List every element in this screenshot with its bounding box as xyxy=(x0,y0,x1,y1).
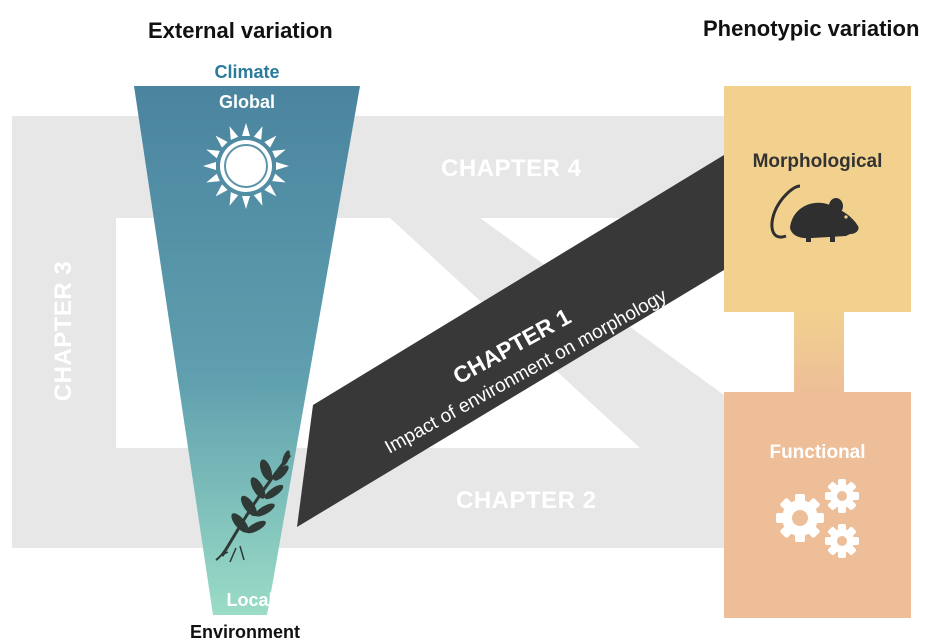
chapter-3-label: CHAPTER 3 xyxy=(50,260,77,402)
external-variation-heading: External variation xyxy=(148,18,333,43)
box-connector xyxy=(794,310,844,394)
chapter-4-band xyxy=(12,116,724,218)
morphological-label: Morphological xyxy=(752,151,883,172)
gears-icon xyxy=(776,479,859,558)
mouse-icon xyxy=(770,184,859,242)
local-label: Local xyxy=(226,590,274,610)
morphological-box xyxy=(724,86,911,312)
chapter-3-band xyxy=(12,116,116,548)
sun-icon xyxy=(203,123,289,209)
chapter-2-label: CHAPTER 2 xyxy=(456,487,597,514)
plant-icon xyxy=(215,450,292,563)
climate-funnel xyxy=(134,86,360,615)
climate-label: Climate xyxy=(214,62,280,82)
chapter-1-band xyxy=(297,155,724,527)
global-label: Global xyxy=(218,92,275,112)
chapter-4-label: CHAPTER 4 xyxy=(441,155,582,182)
phenotypic-variation-heading: Phenotypic variation xyxy=(703,16,920,41)
functional-label: Functional xyxy=(769,442,866,463)
environment-label: Environment xyxy=(189,622,300,642)
